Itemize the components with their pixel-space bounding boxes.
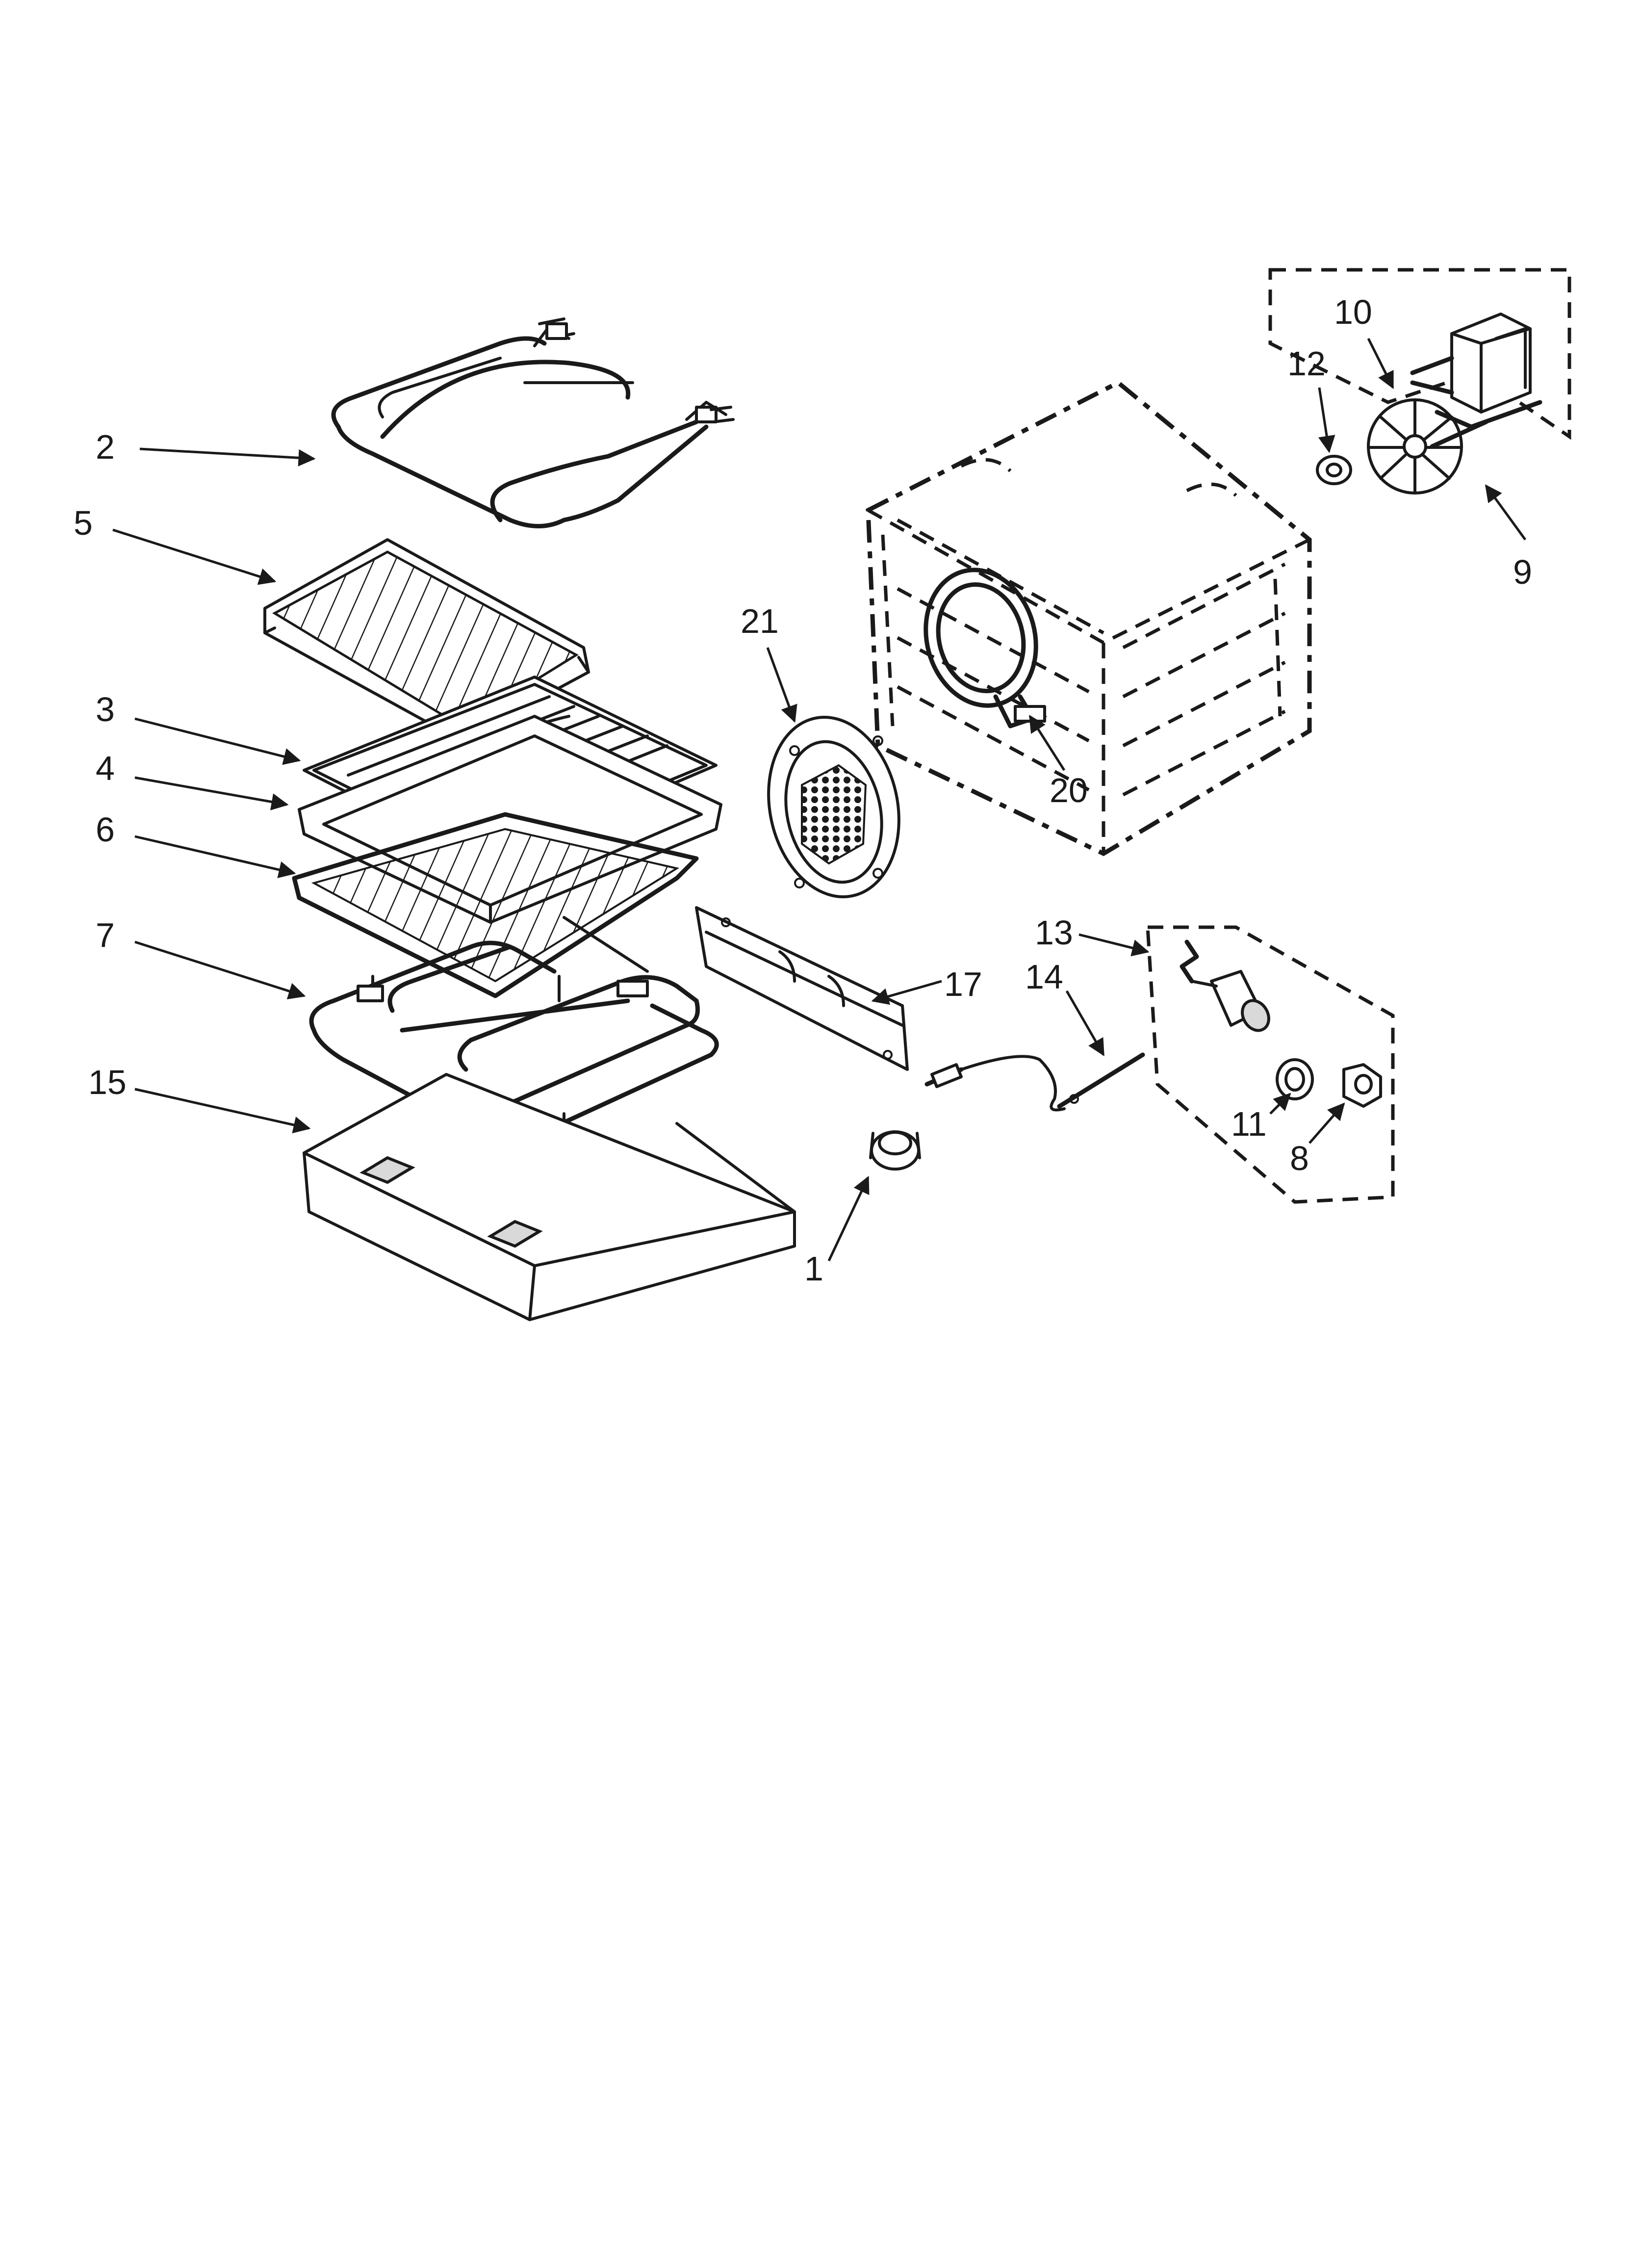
callout-11: 11 bbox=[1231, 1105, 1267, 1143]
callout-3: 3 bbox=[96, 690, 115, 729]
callout-4: 4 bbox=[96, 749, 115, 787]
callout-17: 17 bbox=[944, 965, 982, 1003]
convection-motor-assembly-group bbox=[1268, 268, 1571, 495]
convection-element bbox=[924, 568, 1046, 729]
callout-9: 9 bbox=[1513, 553, 1532, 591]
callout-2: 2 bbox=[96, 428, 115, 466]
side-bracket bbox=[695, 906, 909, 1071]
oven-rack bbox=[292, 812, 699, 998]
callout-13: 13 bbox=[1035, 913, 1073, 952]
fan-nut bbox=[1316, 455, 1352, 485]
callout-12: 12 bbox=[1287, 344, 1326, 383]
lock-washer bbox=[1276, 1058, 1314, 1100]
callout-7: 7 bbox=[96, 916, 115, 954]
light-socket-assembly-group bbox=[1146, 925, 1395, 1204]
fan-blade bbox=[1367, 398, 1463, 495]
socket-nut bbox=[1342, 1063, 1382, 1108]
callout-14: 14 bbox=[1025, 958, 1063, 996]
light-socket bbox=[1180, 939, 1270, 1032]
convection-motor bbox=[1410, 313, 1542, 449]
callout-5: 5 bbox=[74, 504, 93, 542]
bottom-panel bbox=[303, 1073, 796, 1321]
fan-cover bbox=[767, 716, 900, 898]
leader-lines bbox=[112, 338, 1527, 1262]
meat-probe bbox=[924, 1052, 1145, 1112]
callout-21: 21 bbox=[741, 602, 779, 640]
callout-10: 10 bbox=[1334, 293, 1372, 331]
callout-labels: 2 5 3 4 6 7 15 17 1 14 13 11 8 21 20 12 … bbox=[74, 293, 1532, 1288]
callout-6: 6 bbox=[96, 810, 115, 849]
callout-8: 8 bbox=[1290, 1139, 1309, 1177]
callout-1: 1 bbox=[804, 1250, 823, 1288]
oven-cavity bbox=[866, 380, 1312, 857]
callout-15: 15 bbox=[88, 1063, 127, 1101]
broil-element bbox=[331, 317, 735, 528]
callout-20: 20 bbox=[1050, 771, 1088, 809]
light-lens bbox=[869, 1130, 921, 1171]
